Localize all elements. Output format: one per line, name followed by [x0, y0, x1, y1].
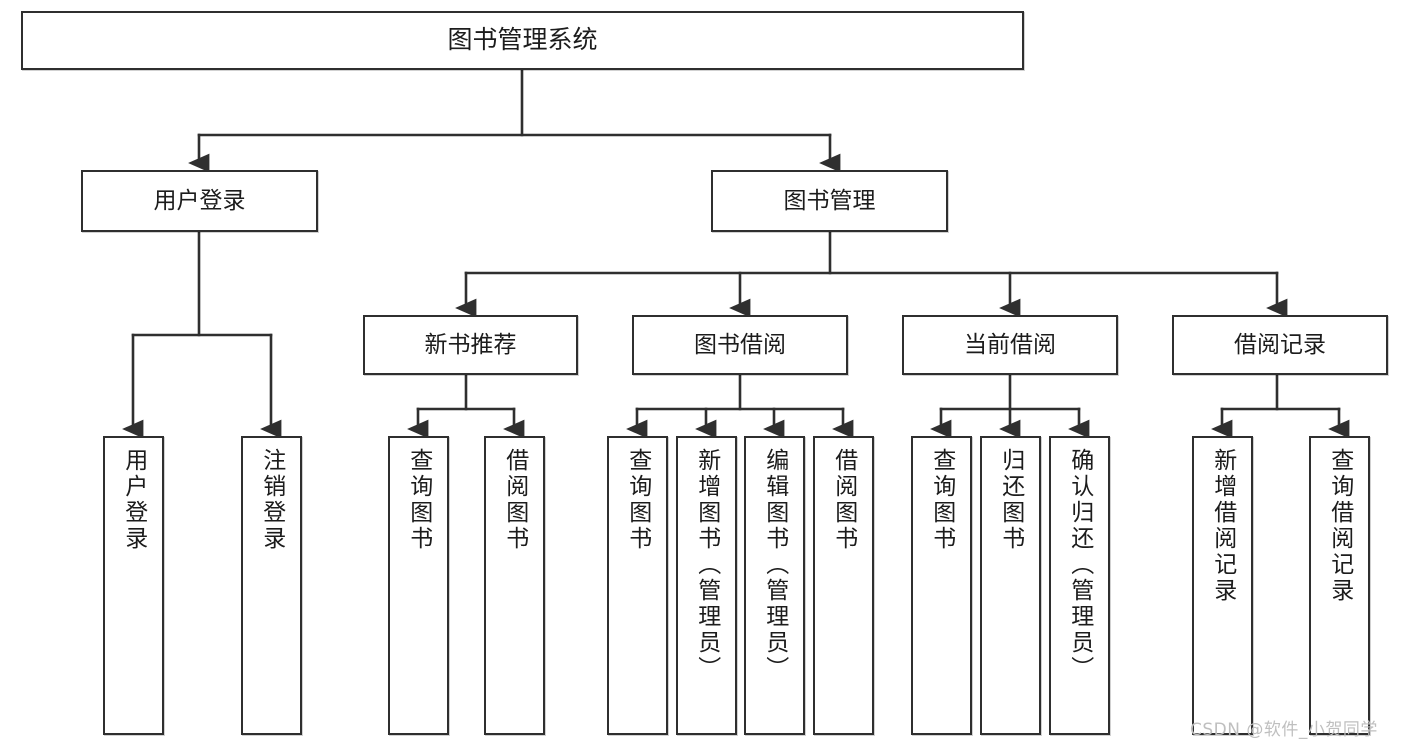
node-leaf-query-book-2[interactable]: 查询图书: [607, 436, 668, 735]
node-user-login[interactable]: 用户登录: [81, 170, 318, 232]
node-root[interactable]: 图书管理系统: [21, 11, 1024, 70]
node-borrow-record-label: 借阅记录: [1234, 331, 1326, 358]
node-user-login-label: 用户登录: [153, 187, 246, 214]
node-leaf-query-record[interactable]: 查询借阅记录: [1309, 436, 1370, 735]
node-leaf-borrow-book-1[interactable]: 借阅图书: [484, 436, 545, 735]
node-leaf-confirm-return-label: 确认归还（管理员）: [1066, 448, 1093, 682]
watermark: CSDN @软件_小贺同学: [1190, 720, 1378, 740]
node-leaf-logout-label: 注销登录: [258, 448, 285, 552]
node-leaf-add-record[interactable]: 新增借阅记录: [1192, 436, 1253, 735]
node-borrow-record[interactable]: 借阅记录: [1172, 315, 1388, 375]
node-root-label: 图书管理系统: [447, 25, 598, 55]
node-book-borrow-label: 图书借阅: [694, 331, 786, 358]
node-leaf-return-book-label: 归还图书: [997, 448, 1024, 552]
node-leaf-borrow-book-2-label: 借阅图书: [830, 448, 857, 552]
node-leaf-query-book-3-label: 查询图书: [928, 448, 955, 552]
node-leaf-add-record-label: 新增借阅记录: [1209, 448, 1236, 604]
node-book-management[interactable]: 图书管理: [711, 170, 948, 232]
node-new-book-recommend[interactable]: 新书推荐: [363, 315, 578, 375]
node-leaf-return-book[interactable]: 归还图书: [980, 436, 1041, 735]
node-book-borrow[interactable]: 图书借阅: [632, 315, 848, 375]
node-book-management-label: 图书管理: [783, 187, 876, 214]
node-leaf-query-record-label: 查询借阅记录: [1326, 448, 1353, 604]
node-leaf-query-book-1[interactable]: 查询图书: [388, 436, 449, 735]
node-new-book-recommend-label: 新书推荐: [424, 331, 517, 358]
node-leaf-user-login[interactable]: 用户登录: [103, 436, 164, 735]
node-leaf-confirm-return[interactable]: 确认归还（管理员）: [1049, 436, 1110, 735]
node-leaf-query-book-1-label: 查询图书: [405, 448, 432, 552]
node-current-borrow[interactable]: 当前借阅: [902, 315, 1118, 375]
node-leaf-edit-book[interactable]: 编辑图书（管理员）: [744, 436, 805, 735]
node-leaf-logout[interactable]: 注销登录: [241, 436, 302, 735]
node-current-borrow-label: 当前借阅: [964, 331, 1056, 358]
node-leaf-query-book-2-label: 查询图书: [624, 448, 651, 552]
node-leaf-borrow-book-1-label: 借阅图书: [501, 448, 528, 552]
node-leaf-add-book-label: 新增图书（管理员）: [693, 448, 720, 682]
node-leaf-query-book-3[interactable]: 查询图书: [911, 436, 972, 735]
node-leaf-edit-book-label: 编辑图书（管理员）: [761, 448, 788, 682]
node-leaf-add-book[interactable]: 新增图书（管理员）: [676, 436, 737, 735]
node-leaf-user-login-label: 用户登录: [120, 448, 147, 552]
node-leaf-borrow-book-2[interactable]: 借阅图书: [813, 436, 874, 735]
